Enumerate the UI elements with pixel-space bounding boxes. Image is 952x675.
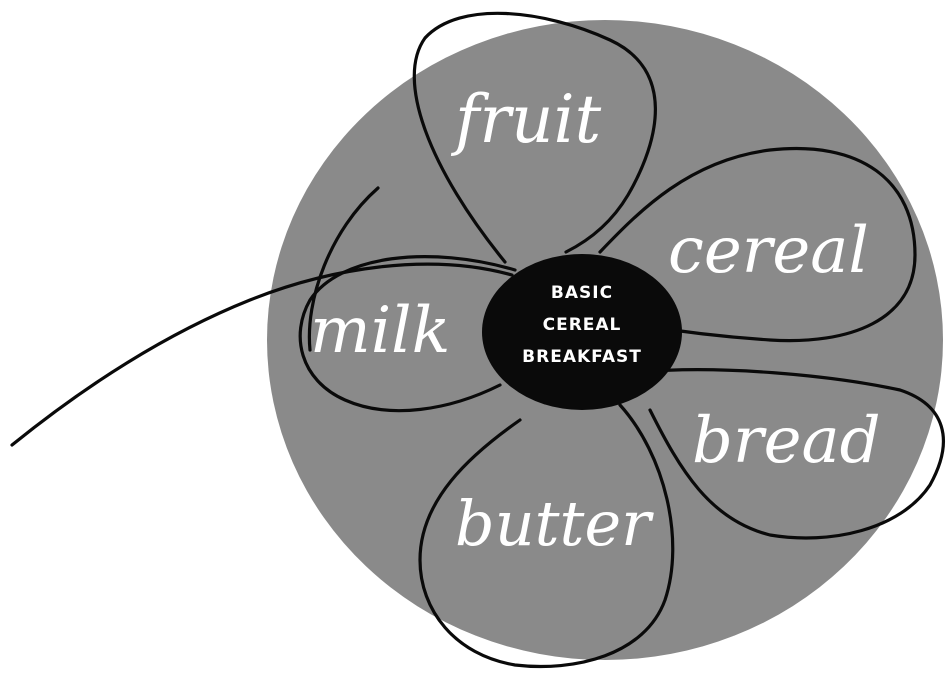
center-label-line3: BREAKFAST [522, 347, 642, 367]
center-label-line1: BASIC [551, 283, 613, 303]
petal-label-cereal: cereal [668, 214, 869, 288]
petal-label-fruit: fruit [450, 81, 602, 158]
center-label-line2: CEREAL [543, 315, 622, 335]
petal-label-bread: bread [692, 404, 881, 478]
petal-label-butter: butter [455, 487, 654, 560]
petal-label-milk: milk [310, 294, 450, 368]
